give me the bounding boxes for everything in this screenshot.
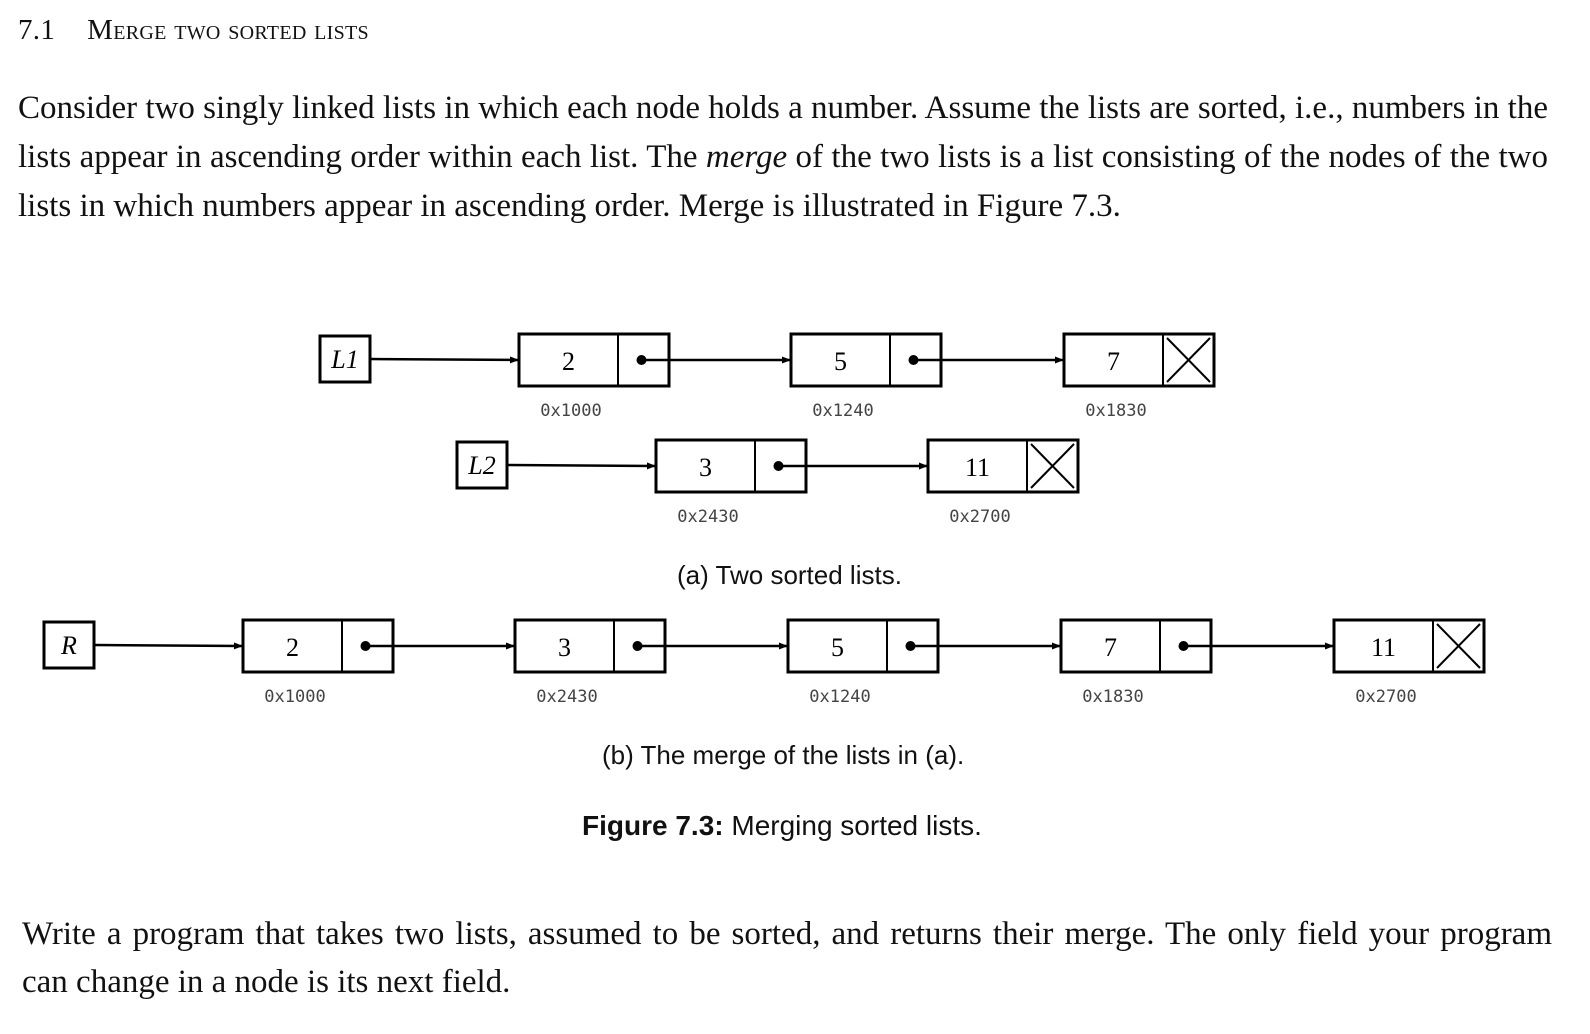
subfigure-b: R 2 0x1000 3 0x2430 5 0x1240 7 0x1830 11 0x2700 bbox=[42, 618, 1486, 707]
list-r-node-3-address: 0x1830 bbox=[1082, 687, 1143, 707]
section-heading: 7.1 Merge two sorted lists bbox=[18, 14, 369, 47]
subfigure-b-caption: (b) The merge of the lists in (a). bbox=[602, 740, 965, 770]
list-r-head-box bbox=[42, 620, 96, 670]
list-r-node-4-box bbox=[1332, 618, 1486, 674]
subfigure-a-caption: (a) Two sorted lists. bbox=[677, 560, 902, 590]
list-l2-head-arrow bbox=[506, 462, 657, 470]
list-r-node-1-address: 0x2430 bbox=[536, 687, 597, 707]
list-r-node-4-value: 11 bbox=[1371, 633, 1396, 662]
list-l2-node-0-address: 0x2430 bbox=[677, 507, 738, 527]
intro-term-merge: merge bbox=[705, 139, 788, 175]
list-l1-node-2-address: 0x1830 bbox=[1085, 401, 1146, 421]
list-l2-node-1-null-icon bbox=[1030, 443, 1075, 489]
list-l1-node-1-value: 5 bbox=[834, 347, 847, 376]
list-l2-node-1-box bbox=[926, 438, 1080, 494]
list-l1-node-2-null-icon bbox=[1166, 337, 1211, 383]
list-l2-node-0-value: 3 bbox=[699, 453, 712, 482]
list-l2-node-1-address: 0x2700 bbox=[949, 507, 1010, 527]
intro-text-1: Consider two singly linked lists in whic… bbox=[18, 90, 1548, 175]
list-l1-node-0-address: 0x1000 bbox=[540, 401, 601, 421]
list-r-head-label: R bbox=[60, 631, 77, 660]
list-r-node-2-address: 0x1240 bbox=[809, 687, 870, 707]
list-l2-node-0-box bbox=[654, 438, 808, 494]
list-r-node-4-null-icon bbox=[1436, 623, 1481, 669]
list-r-node-0-address: 0x1000 bbox=[264, 687, 325, 707]
list-l1-node-0-value: 2 bbox=[562, 347, 575, 376]
figure-caption: Figure 7.3: Merging sorted lists. bbox=[582, 810, 982, 842]
list-l1-node-2-value: 7 bbox=[1107, 347, 1120, 376]
list-l1-node-2-box bbox=[1062, 332, 1216, 388]
section-number: 7.1 bbox=[18, 14, 56, 46]
list-r-node-0-value: 2 bbox=[286, 633, 299, 662]
list-l2-head-box bbox=[455, 440, 509, 490]
intro-paragraph: Consider two singly linked lists in whic… bbox=[18, 84, 1548, 231]
list-l2-node-1-value: 11 bbox=[965, 453, 990, 482]
section-title: Merge two sorted lists bbox=[87, 14, 369, 46]
task-paragraph: Write a program that takes two lists, as… bbox=[22, 916, 1552, 1000]
figure-caption-text: Merging sorted lists. bbox=[723, 810, 982, 841]
list-r-node-1-value: 3 bbox=[558, 633, 571, 662]
list-r-node-4-address: 0x2700 bbox=[1355, 687, 1416, 707]
figure-caption-label: Figure 7.3: bbox=[582, 810, 724, 841]
list-r-head-arrow bbox=[93, 642, 244, 650]
intro-text-2: of the two lists is a list consisting of… bbox=[18, 139, 1549, 224]
list-l1-head-label: L1 bbox=[330, 345, 358, 374]
list-l1-head-arrow bbox=[369, 356, 520, 364]
list-r-node-3-value: 7 bbox=[1104, 633, 1117, 662]
list-r-node-2-value: 5 bbox=[831, 633, 844, 662]
list-l2-head-label: L2 bbox=[467, 451, 495, 480]
list-l1-node-1-address: 0x1240 bbox=[812, 401, 873, 421]
